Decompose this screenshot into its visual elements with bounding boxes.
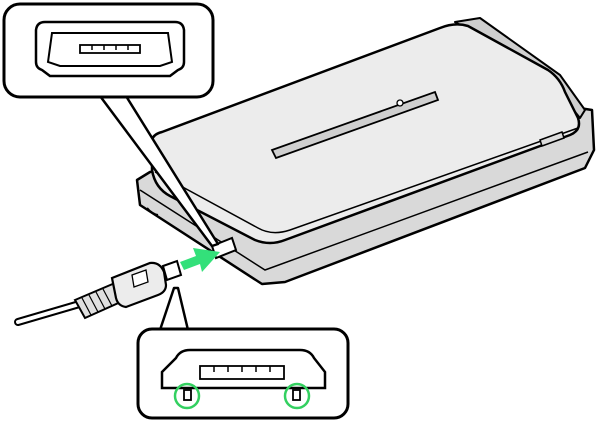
phone [135,17,596,286]
camera-icon [396,99,404,107]
latch-left [183,389,192,401]
phone-sub-display [270,90,440,160]
usb-cable [14,259,183,326]
strap-hole [146,207,159,216]
latch-right [292,389,301,401]
usb-plug-tip [161,259,183,282]
highlight-circle-right [283,382,311,410]
port-callout-top [2,2,220,248]
phone-base-seam [139,151,589,271]
highlight-circle-left [173,382,201,410]
side-key [539,131,565,147]
phone-lid [150,23,581,245]
plug-callout-bottom [136,286,350,420]
port-pins [79,44,141,54]
usb-symbol-icon [131,269,149,288]
callout-pointer [158,286,190,332]
phone-lid-edge [154,127,579,234]
insert-direction-arrow [180,248,220,272]
